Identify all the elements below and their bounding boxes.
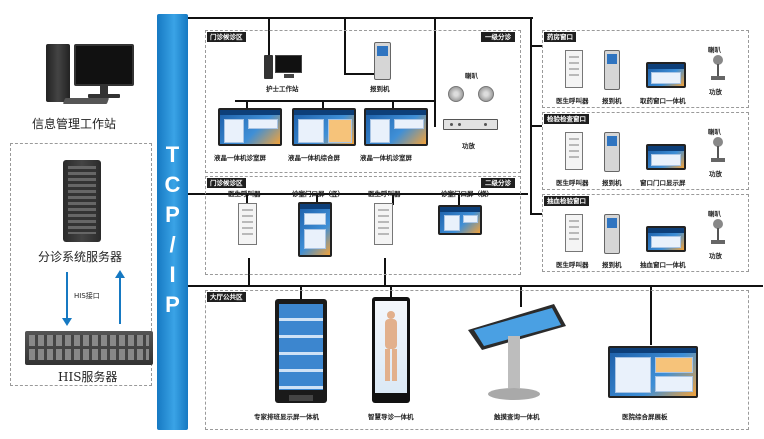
speaker-label: 喇叭 bbox=[708, 46, 721, 54]
hospital-info-board-icon bbox=[608, 346, 698, 398]
speaker-icon bbox=[478, 86, 494, 102]
speaker-label: 喇叭 bbox=[708, 128, 721, 136]
doctor-caller-label: 医生呼叫器 bbox=[556, 261, 589, 269]
amplifier-label: 功放 bbox=[462, 142, 475, 150]
smart-triage-label: 智慧导诊一体机 bbox=[368, 413, 414, 421]
hall-zone-title: 大厅公共区 bbox=[207, 292, 246, 302]
top-trunk-line bbox=[188, 17, 533, 19]
microphone-icon bbox=[711, 137, 725, 162]
doctor-caller-label: 医生呼叫器 bbox=[556, 97, 589, 105]
speaker-label: 喇叭 bbox=[465, 72, 478, 80]
blood-draw-window-title: 抽血检验窗口 bbox=[544, 196, 589, 206]
workstation-label: 信息管理工作站 bbox=[32, 117, 117, 131]
doctor-caller-label: 医生呼叫器 bbox=[228, 190, 261, 198]
door-screen-vertical-label: 诊室门口屏（竖） bbox=[292, 190, 344, 198]
microphone-icon bbox=[711, 55, 725, 80]
clinic-zone-title: 门诊候诊区 bbox=[207, 32, 246, 42]
amplifier-label: 功放 bbox=[709, 88, 722, 96]
mid-trunk-line bbox=[188, 193, 528, 195]
checkin-kiosk-label: 报到机 bbox=[602, 97, 622, 105]
door-screen-vertical-icon bbox=[298, 202, 332, 257]
nurse-station-label: 护士工作站 bbox=[266, 85, 299, 93]
nurse-station-icon bbox=[262, 55, 304, 81]
blood-draw-window-zone bbox=[542, 194, 749, 272]
hall-trunk-line bbox=[188, 285, 763, 287]
his-server-icon bbox=[25, 331, 153, 365]
clinic-zone-level1 bbox=[205, 30, 521, 173]
touch-query-kiosk-icon bbox=[468, 304, 566, 400]
combined-screen-icon bbox=[292, 108, 356, 146]
checkin-kiosk-icon bbox=[604, 132, 620, 172]
checkin-kiosk-label: 报到机 bbox=[602, 179, 622, 187]
checkin-kiosk-label: 报到机 bbox=[370, 85, 390, 93]
expert-schedule-display-icon bbox=[275, 299, 327, 403]
his-interface-label: HIS接口 bbox=[74, 292, 100, 300]
touch-query-label: 触摸查询一体机 bbox=[494, 413, 540, 421]
checkin-kiosk-label: 报到机 bbox=[602, 261, 622, 269]
checkin-kiosk-icon bbox=[374, 42, 391, 80]
door-screen-horizontal-label: 诊室门口屏（横） bbox=[441, 190, 493, 198]
workstation-computer-icon bbox=[40, 40, 140, 106]
doctor-caller-label: 医生呼叫器 bbox=[556, 179, 589, 187]
smart-triage-kiosk-icon bbox=[372, 297, 410, 403]
doctor-caller-icon bbox=[565, 214, 583, 252]
screen-label-3: 液晶一体机诊室屏 bbox=[360, 154, 412, 162]
window-screen-icon bbox=[646, 144, 686, 170]
doctor-caller-label: 医生呼叫器 bbox=[368, 190, 401, 198]
screen-label-2: 液晶一体机综合屏 bbox=[288, 154, 340, 162]
server-group bbox=[10, 143, 152, 386]
level2-tag: 二级分诊 bbox=[481, 178, 515, 188]
his-interface-arrows bbox=[62, 270, 125, 326]
clinic-zone-level2 bbox=[205, 176, 521, 275]
amplifier-icon bbox=[443, 119, 498, 130]
checkin-kiosk-icon bbox=[604, 214, 620, 254]
window-screen-label: 抽血窗口一体机 bbox=[640, 261, 686, 269]
hall-zone bbox=[205, 290, 749, 430]
amplifier-label: 功放 bbox=[709, 252, 722, 260]
inspection-window-zone bbox=[542, 112, 749, 190]
clinic-room-screen-icon bbox=[218, 108, 282, 146]
checkin-kiosk-icon bbox=[604, 50, 620, 90]
wait-zone-title: 门诊候诊区 bbox=[207, 178, 246, 188]
amplifier-label: 功放 bbox=[709, 170, 722, 178]
doctor-caller-icon bbox=[565, 132, 583, 170]
triage-server-label: 分诊系统服务器 bbox=[38, 250, 123, 264]
doctor-caller-icon bbox=[238, 203, 257, 245]
inspection-window-title: 检验检查窗口 bbox=[544, 114, 589, 124]
screen-label-1: 液晶一体机诊室屏 bbox=[214, 154, 266, 162]
clinic-room-screen-icon bbox=[364, 108, 428, 146]
hospital-info-board-label: 医院综合屏展板 bbox=[622, 413, 668, 421]
window-screen-label: 窗口门口显示屏 bbox=[640, 179, 686, 187]
level1-tag: 一级分诊 bbox=[481, 32, 515, 42]
pharmacy-window-title: 药房窗口 bbox=[544, 32, 576, 42]
his-server-label: HIS服务器 bbox=[58, 370, 118, 384]
window-screen-icon bbox=[646, 62, 686, 88]
doctor-caller-icon bbox=[565, 50, 583, 88]
triage-server-icon bbox=[63, 160, 101, 242]
speaker-label: 喇叭 bbox=[708, 210, 721, 218]
speaker-icon bbox=[448, 86, 464, 102]
microphone-icon bbox=[711, 219, 725, 244]
pharmacy-window-zone bbox=[542, 30, 749, 108]
expert-schedule-label: 专家排班显示屏一体机 bbox=[254, 413, 319, 421]
door-screen-horizontal-icon bbox=[438, 205, 482, 235]
doctor-caller-icon bbox=[374, 203, 393, 245]
tcp-ip-bus: T C P / I P bbox=[157, 14, 188, 430]
window-screen-icon bbox=[646, 226, 686, 252]
window-screen-label: 取药窗口一体机 bbox=[640, 97, 686, 105]
